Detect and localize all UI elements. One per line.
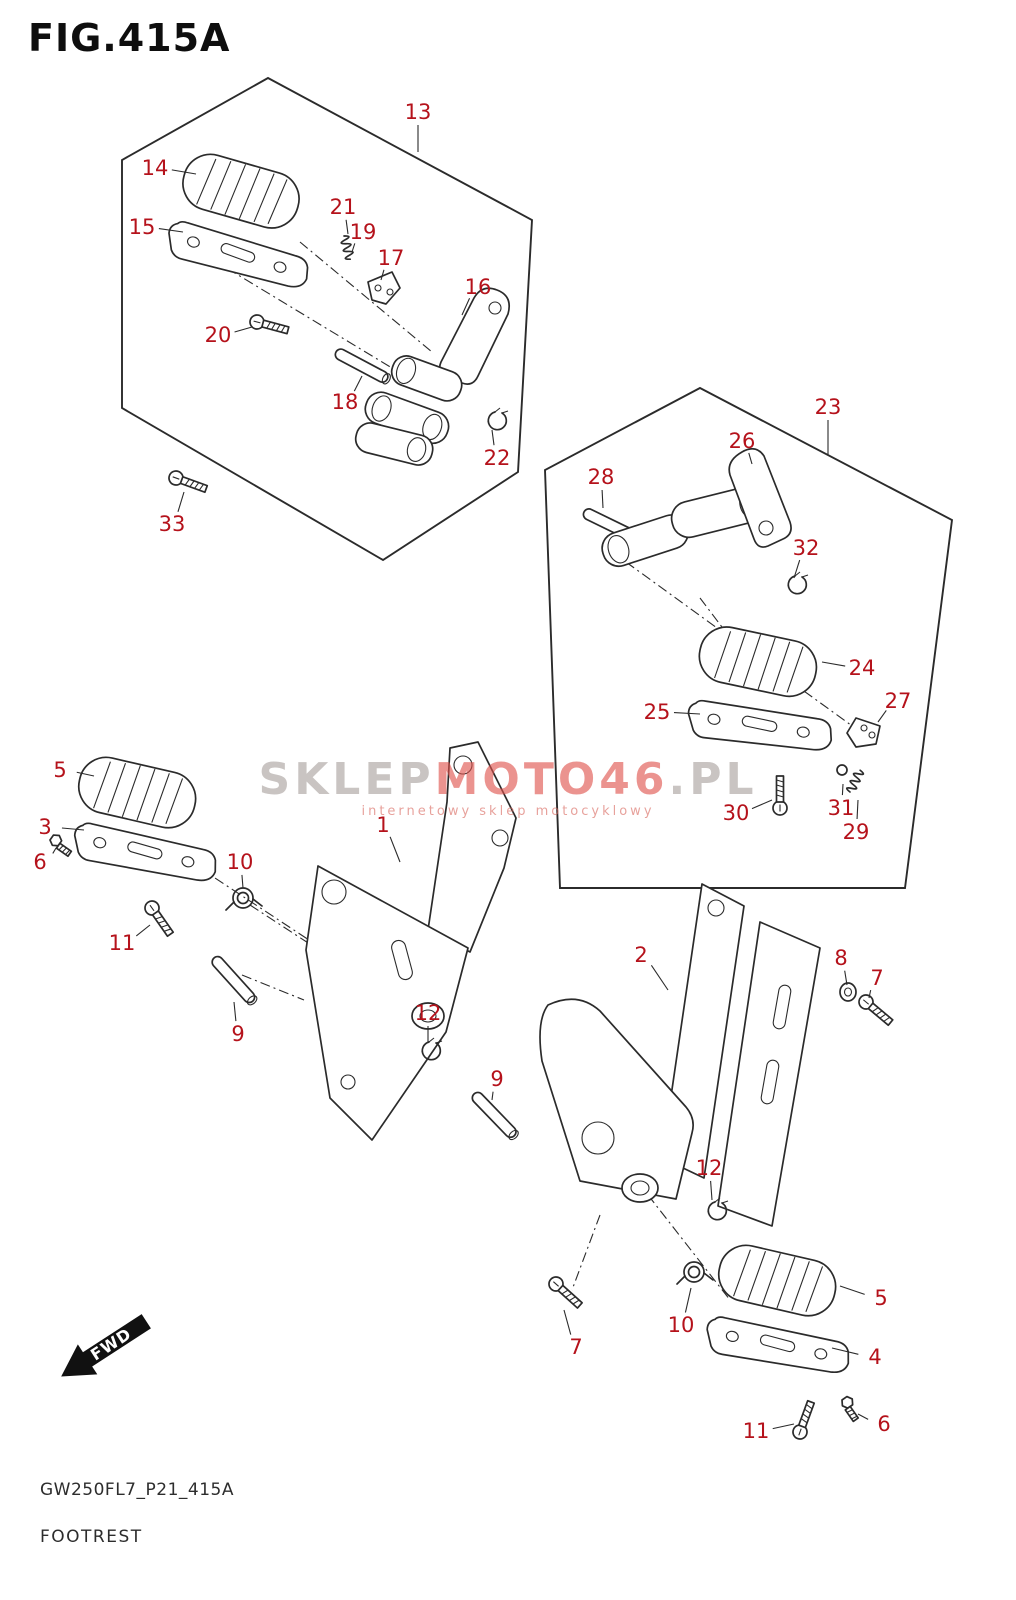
part-callout-9: 9 bbox=[490, 1067, 504, 1091]
part-callout-10: 10 bbox=[226, 850, 254, 874]
part-callout-11: 11 bbox=[108, 931, 136, 955]
part-callout-9: 9 bbox=[231, 1022, 245, 1046]
part-callout-1: 1 bbox=[376, 813, 390, 837]
part-callout-13: 13 bbox=[404, 100, 432, 124]
part-callout-19: 19 bbox=[349, 220, 377, 244]
part-callout-28: 28 bbox=[587, 465, 615, 489]
part-callout-7: 7 bbox=[870, 966, 884, 990]
document-code: GW250FL7_P21_415A bbox=[40, 1480, 234, 1500]
assembly-rear-right bbox=[469, 883, 896, 1442]
assembly-rear-left bbox=[47, 741, 517, 1141]
part-callout-11: 11 bbox=[742, 1419, 770, 1443]
part-callout-20: 20 bbox=[204, 323, 232, 347]
part-callout-21: 21 bbox=[329, 195, 357, 219]
part-callout-29: 29 bbox=[842, 820, 870, 844]
part-callout-14: 14 bbox=[141, 156, 169, 180]
part-callout-24: 24 bbox=[848, 656, 876, 680]
part-callout-7: 7 bbox=[569, 1335, 583, 1359]
assembly-front-left bbox=[160, 147, 511, 497]
part-callout-4: 4 bbox=[868, 1345, 882, 1369]
part-callout-10: 10 bbox=[667, 1313, 695, 1337]
part-callout-15: 15 bbox=[128, 215, 156, 239]
part-callout-8: 8 bbox=[834, 946, 848, 970]
part-callout-6: 6 bbox=[33, 850, 47, 874]
part-callout-32: 32 bbox=[792, 536, 820, 560]
part-callout-27: 27 bbox=[884, 689, 912, 713]
part-callout-6: 6 bbox=[877, 1412, 891, 1436]
figure-title: FIG.415A bbox=[28, 16, 231, 60]
part-callout-5: 5 bbox=[53, 758, 67, 782]
part-callout-18: 18 bbox=[331, 390, 359, 414]
part-callout-26: 26 bbox=[728, 429, 756, 453]
assembly-front-right bbox=[580, 447, 881, 816]
part-callout-3: 3 bbox=[38, 815, 52, 839]
part-callout-16: 16 bbox=[464, 275, 492, 299]
part-callout-25: 25 bbox=[643, 700, 671, 724]
part-callout-5: 5 bbox=[874, 1286, 888, 1310]
part-callout-31: 31 bbox=[827, 796, 855, 820]
document-name: FOOTREST bbox=[40, 1527, 143, 1547]
part-callout-22: 22 bbox=[483, 446, 511, 470]
part-callout-12: 12 bbox=[695, 1156, 723, 1180]
part-callout-30: 30 bbox=[722, 801, 750, 825]
part-callout-17: 17 bbox=[377, 246, 405, 270]
part-callout-33: 33 bbox=[158, 512, 186, 536]
part-callout-2: 2 bbox=[634, 943, 648, 967]
part-callout-23: 23 bbox=[814, 395, 842, 419]
part-callout-12: 12 bbox=[414, 1001, 442, 1025]
